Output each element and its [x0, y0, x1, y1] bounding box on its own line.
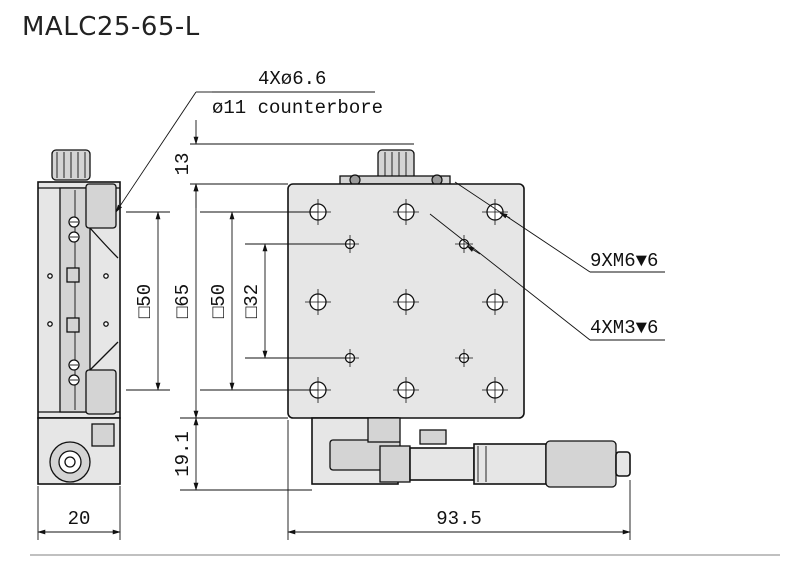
side-small-holes: [47, 267, 109, 333]
dim-65: □65: [172, 284, 194, 318]
dim-side-50: □50: [134, 284, 156, 318]
callout-counterbore: ø11 counterbore: [212, 97, 383, 119]
model-title: MALC25-65-L: [22, 12, 200, 42]
micrometer: [379, 440, 631, 488]
callout-m6: 9XM6▼6: [590, 250, 658, 272]
callout-m3: 4XM3▼6: [590, 317, 658, 339]
callout-hole: 4Xø6.6: [258, 68, 326, 90]
dim-length-93-5: 93.5: [436, 508, 482, 530]
dim-32: □32: [241, 284, 263, 318]
dim-inner-50: □50: [208, 284, 230, 318]
dim-19-1: 19.1: [172, 431, 194, 477]
side-clamp-top: [85, 183, 117, 229]
top-view: [287, 149, 631, 488]
dim-width-20: 20: [68, 508, 91, 530]
dimension-lines: [37, 91, 665, 540]
dim-top-13: 13: [172, 153, 194, 176]
side-base-block: [91, 423, 115, 447]
side-screws: [68, 216, 80, 386]
side-clamp-bottom: [85, 369, 117, 415]
side-view: [37, 149, 121, 485]
